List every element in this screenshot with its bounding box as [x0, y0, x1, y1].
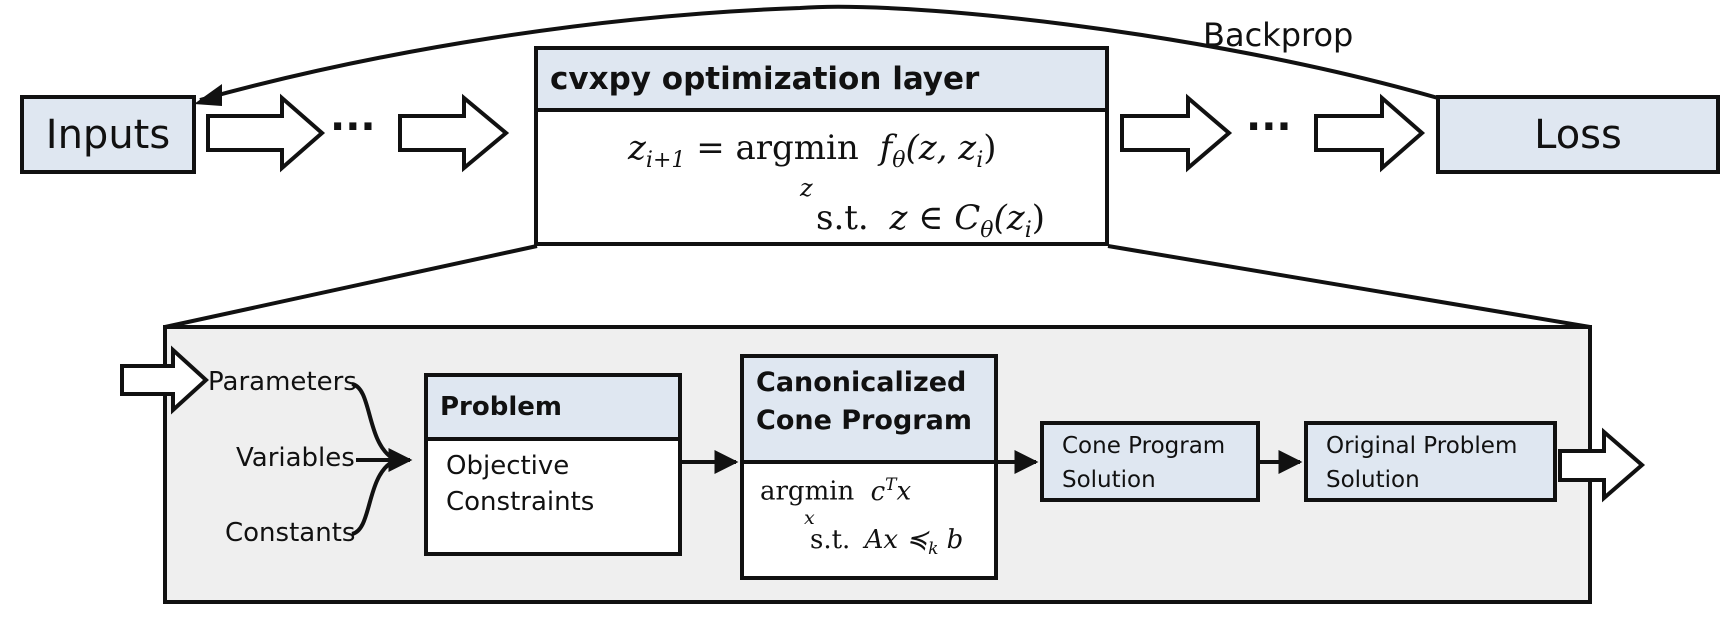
cone-program-box: Canonicalized Cone Program argmin cTx x …: [740, 354, 998, 580]
problem-constraints: Constraints: [446, 487, 595, 517]
backprop-arrowhead: [194, 84, 222, 106]
cone-argmin: argmin: [760, 476, 855, 507]
brace-constants: [351, 460, 394, 536]
st-args: (z: [993, 198, 1025, 238]
cone-c-sup: T: [885, 475, 897, 495]
inputs-label: Inputs: [45, 111, 171, 158]
problem-box: Problem Objective Constraints: [424, 373, 682, 556]
brace-parameters: [351, 382, 394, 460]
eq-f: f: [879, 128, 893, 168]
layer-argmin-subscript: z: [800, 174, 813, 202]
cone-solution-box: Cone Program Solution: [1040, 421, 1260, 502]
cone-x: x: [896, 476, 912, 507]
cone-title-line2: Cone Program: [756, 405, 972, 436]
problem-title: Problem: [440, 392, 562, 422]
cone-objective: argmin cTx: [760, 475, 911, 507]
cone-argmin-subscript: x: [804, 507, 815, 529]
original-solution-line2: Solution: [1326, 467, 1420, 493]
cone-program-header: Canonicalized Cone Program: [744, 358, 994, 464]
st-z: z ∈ C: [889, 198, 981, 238]
cone-st: s.t.: [810, 525, 851, 555]
input-constants: Constants: [225, 518, 356, 548]
eq-equals: =: [696, 128, 725, 168]
cone-constraint-sub: k: [928, 539, 939, 560]
eq-lhs: z: [628, 128, 646, 168]
original-solution-box: Original Problem Solution: [1304, 421, 1557, 502]
cone-constraint: s.t. Ax ≼k b: [810, 525, 963, 559]
eq-f-sub: θ: [892, 147, 906, 173]
optimization-layer-box: cvxpy optimization layer zi+1 = argmin f…: [534, 46, 1109, 246]
problem-header: Problem: [428, 377, 678, 441]
st-c-sub: θ: [980, 217, 994, 243]
optimization-layer-title: cvxpy optimization layer: [550, 61, 980, 97]
inputs-box: Inputs: [20, 95, 196, 174]
dots-right: ···: [1246, 104, 1292, 150]
backprop-arc: [199, 4, 1439, 102]
eq-argmin: argmin: [735, 128, 859, 168]
hollow-arrow-panel-out: [1558, 427, 1646, 503]
layer-equation-objective: zi+1 = argmin fθ(z, zi): [628, 128, 997, 173]
eq-args: (z, z: [905, 128, 977, 168]
zoom-line-right: [1107, 244, 1591, 329]
st-args-close: ): [1031, 198, 1046, 238]
hollow-arrow-panel-in: [120, 345, 209, 415]
hollow-arrow-3: [1120, 93, 1233, 173]
backprop-label: Backprop: [1203, 16, 1354, 54]
cone-title-line1: Canonicalized: [756, 367, 967, 398]
optimization-layer-header: cvxpy optimization layer: [538, 50, 1105, 112]
eq-args-close: ): [983, 128, 997, 168]
problem-objective: Objective: [446, 451, 570, 481]
cone-constraint-b: b: [946, 525, 964, 555]
layer-equation-constraint: s.t. z ∈ Cθ(zi): [816, 198, 1045, 243]
cone-solution-line2: Solution: [1062, 467, 1156, 493]
input-variables: Variables: [236, 443, 355, 473]
loss-box: Loss: [1436, 95, 1720, 174]
hollow-arrow-1: [206, 93, 326, 173]
st-args-sub: i: [1024, 217, 1032, 243]
cone-c: c: [870, 476, 886, 507]
input-parameters: Parameters: [208, 367, 357, 397]
eq-args-sub: i: [976, 147, 984, 173]
loss-label: Loss: [1534, 111, 1622, 158]
hollow-arrow-2: [398, 93, 510, 173]
hollow-arrow-4: [1314, 93, 1426, 173]
dots-left: ···: [330, 104, 376, 150]
st-label: s.t.: [816, 198, 869, 238]
cone-constraint-lhs: Ax ≼: [864, 525, 929, 555]
eq-lhs-sub: i+1: [645, 147, 686, 173]
cone-solution-line1: Cone Program: [1062, 433, 1226, 459]
zoom-line-left: [164, 244, 538, 329]
original-solution-line1: Original Problem: [1326, 433, 1518, 459]
